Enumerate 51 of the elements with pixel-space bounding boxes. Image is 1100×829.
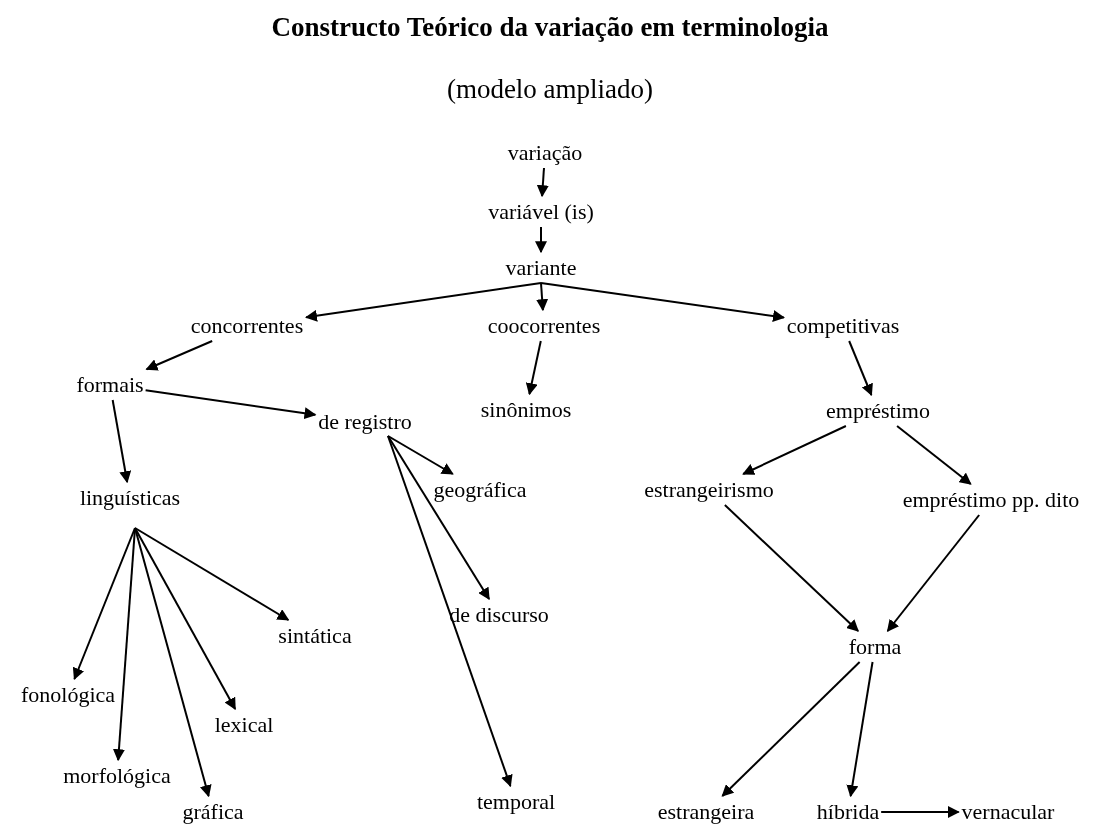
arrow [525,340,542,396]
node-label: competitivas [786,313,900,339]
arrow [848,340,873,397]
node-label: morfológica [63,763,171,789]
node-label: sintática [278,623,352,649]
node-label: geográfica [433,477,527,503]
node-label: estrangeira [657,799,755,825]
arrow [886,514,981,632]
arrow [742,425,847,475]
node-label: híbrida [816,799,880,825]
arrow [536,167,549,198]
node-label: estrangeirismo [644,477,774,503]
node-label: linguísticas [79,485,181,511]
arrow [305,282,542,322]
arrow [846,661,874,798]
arrow [896,425,972,485]
node-label: variável (is) [488,199,594,225]
diagram-subtitle: (modelo ampliado) [445,74,655,105]
arrow [723,504,860,632]
node-label: fonológica [20,682,116,708]
arrow [144,389,317,420]
node-label: gráfica [182,799,244,825]
arrow [387,435,491,600]
node-label: vernacular [961,799,1055,825]
node-label: concorrentes [190,313,304,339]
node-label: sinônimos [480,397,572,423]
arrow [536,282,549,312]
node-label: coocorrentes [487,313,601,339]
arrow [880,806,960,818]
node-label: temporal [476,789,556,815]
node-label: formais [76,372,144,398]
node-label: lexical [214,712,274,738]
arrow [145,340,214,371]
diagram-title: Constructo Teórico da variação em terminologia [270,12,830,43]
node-label: variante [505,255,577,281]
arrow [721,661,861,797]
node-label: de registro [318,409,412,435]
arrow [134,527,212,798]
arrow [134,527,290,621]
arrow [111,399,132,484]
arrow [540,282,785,322]
node-label: empréstimo pp. dito [902,487,1080,513]
arrow [387,435,513,788]
arrow [112,527,136,762]
node-label: empréstimo [826,398,930,424]
arrow [387,435,454,475]
node-label: variação [507,140,583,166]
arrow [535,226,547,254]
arrow [134,527,237,711]
arrow [72,527,136,681]
node-label: forma [848,634,902,660]
